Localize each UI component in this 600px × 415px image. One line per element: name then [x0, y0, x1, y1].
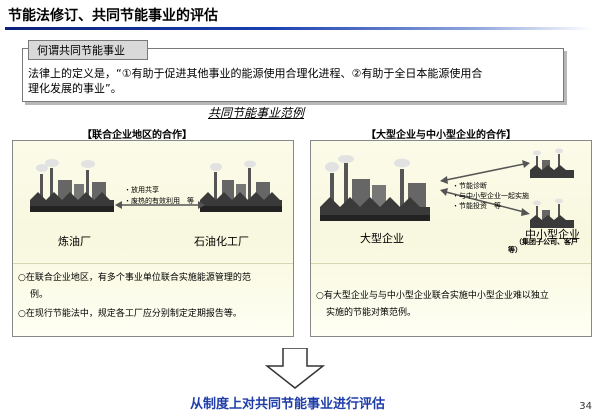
right-heading: 【大型企业与中小型企业的合作】 [366, 130, 516, 141]
small-enterprise-label: 中小型企业 [525, 228, 580, 241]
left-arrow-note-2: ・废热的有效利用 等 [124, 197, 194, 205]
down-arrow-icon [265, 348, 325, 389]
definition-line-2: 理化发展的事业”。 [28, 82, 122, 95]
definition-tab: 何谓共同节能事业 [28, 40, 148, 60]
left-panel [12, 140, 294, 337]
right-arrow-note-2: ・与中小型企业一起实施 [452, 192, 529, 200]
small-enterprise-factory-icon-1 [530, 148, 574, 178]
left-panel-divider [13, 263, 293, 264]
left-note-1: ○在联合企业地区，有多个事业单位联合实施能源管理的范 [18, 273, 251, 283]
large-enterprise-factory-icon [320, 155, 430, 221]
right-arrow-note-3: ・节能投资 等 [452, 202, 501, 210]
left-note-3: ○在现行节能法中，规定各工厂应分别制定定期报告等。 [18, 309, 242, 319]
scope-title: 共同节能事业范例 [208, 106, 305, 120]
right-note-1: ○有大型企业与与中小型企业联合实施中小型企业难以独立 [316, 291, 549, 301]
petrochemical-label: 石油化工厂 [194, 235, 249, 248]
left-heading: 【联合企业地区的合作】 [82, 130, 192, 141]
refinery-factory-icon [30, 159, 114, 212]
left-note-2: 例。 [30, 290, 49, 300]
large-enterprise-label: 大型企业 [360, 232, 404, 245]
small-enterprise-factory-icon-2 [530, 198, 574, 228]
right-arrow-note-1: ・节能诊断 [452, 182, 487, 190]
refinery-label: 炼油厂 [58, 235, 91, 248]
right-panel-divider [311, 263, 591, 264]
bidirectional-arrow-icon [115, 201, 205, 209]
definition-text: 法律上的定义是，“①有助于促进其他事业的能源使用合理化进程、②有助于全日本能源使… [28, 66, 558, 96]
petrochemical-factory-icon [200, 160, 282, 212]
title-underline [5, 27, 593, 30]
definition-line-1: 法律上的定义是，“①有助于促进其他事业的能源使用合理化进程、②有助于全日本能源使… [28, 67, 483, 80]
page-title: 节能法修订、共同节能事业的评估 [8, 8, 218, 24]
right-note-2: 实施的节能对策范例。 [326, 308, 417, 318]
fan-out-arrows-icon [440, 160, 530, 216]
left-arrow-note-1: ・放用共享 [124, 186, 159, 194]
page-number: 34 [579, 401, 592, 412]
small-enterprise-sub-2: 等） [508, 246, 522, 254]
small-enterprise-sub-1: （集团子公司、客户 [515, 238, 578, 246]
conclusion-text: 从制度上对共同节能事业进行评估 [190, 397, 386, 412]
